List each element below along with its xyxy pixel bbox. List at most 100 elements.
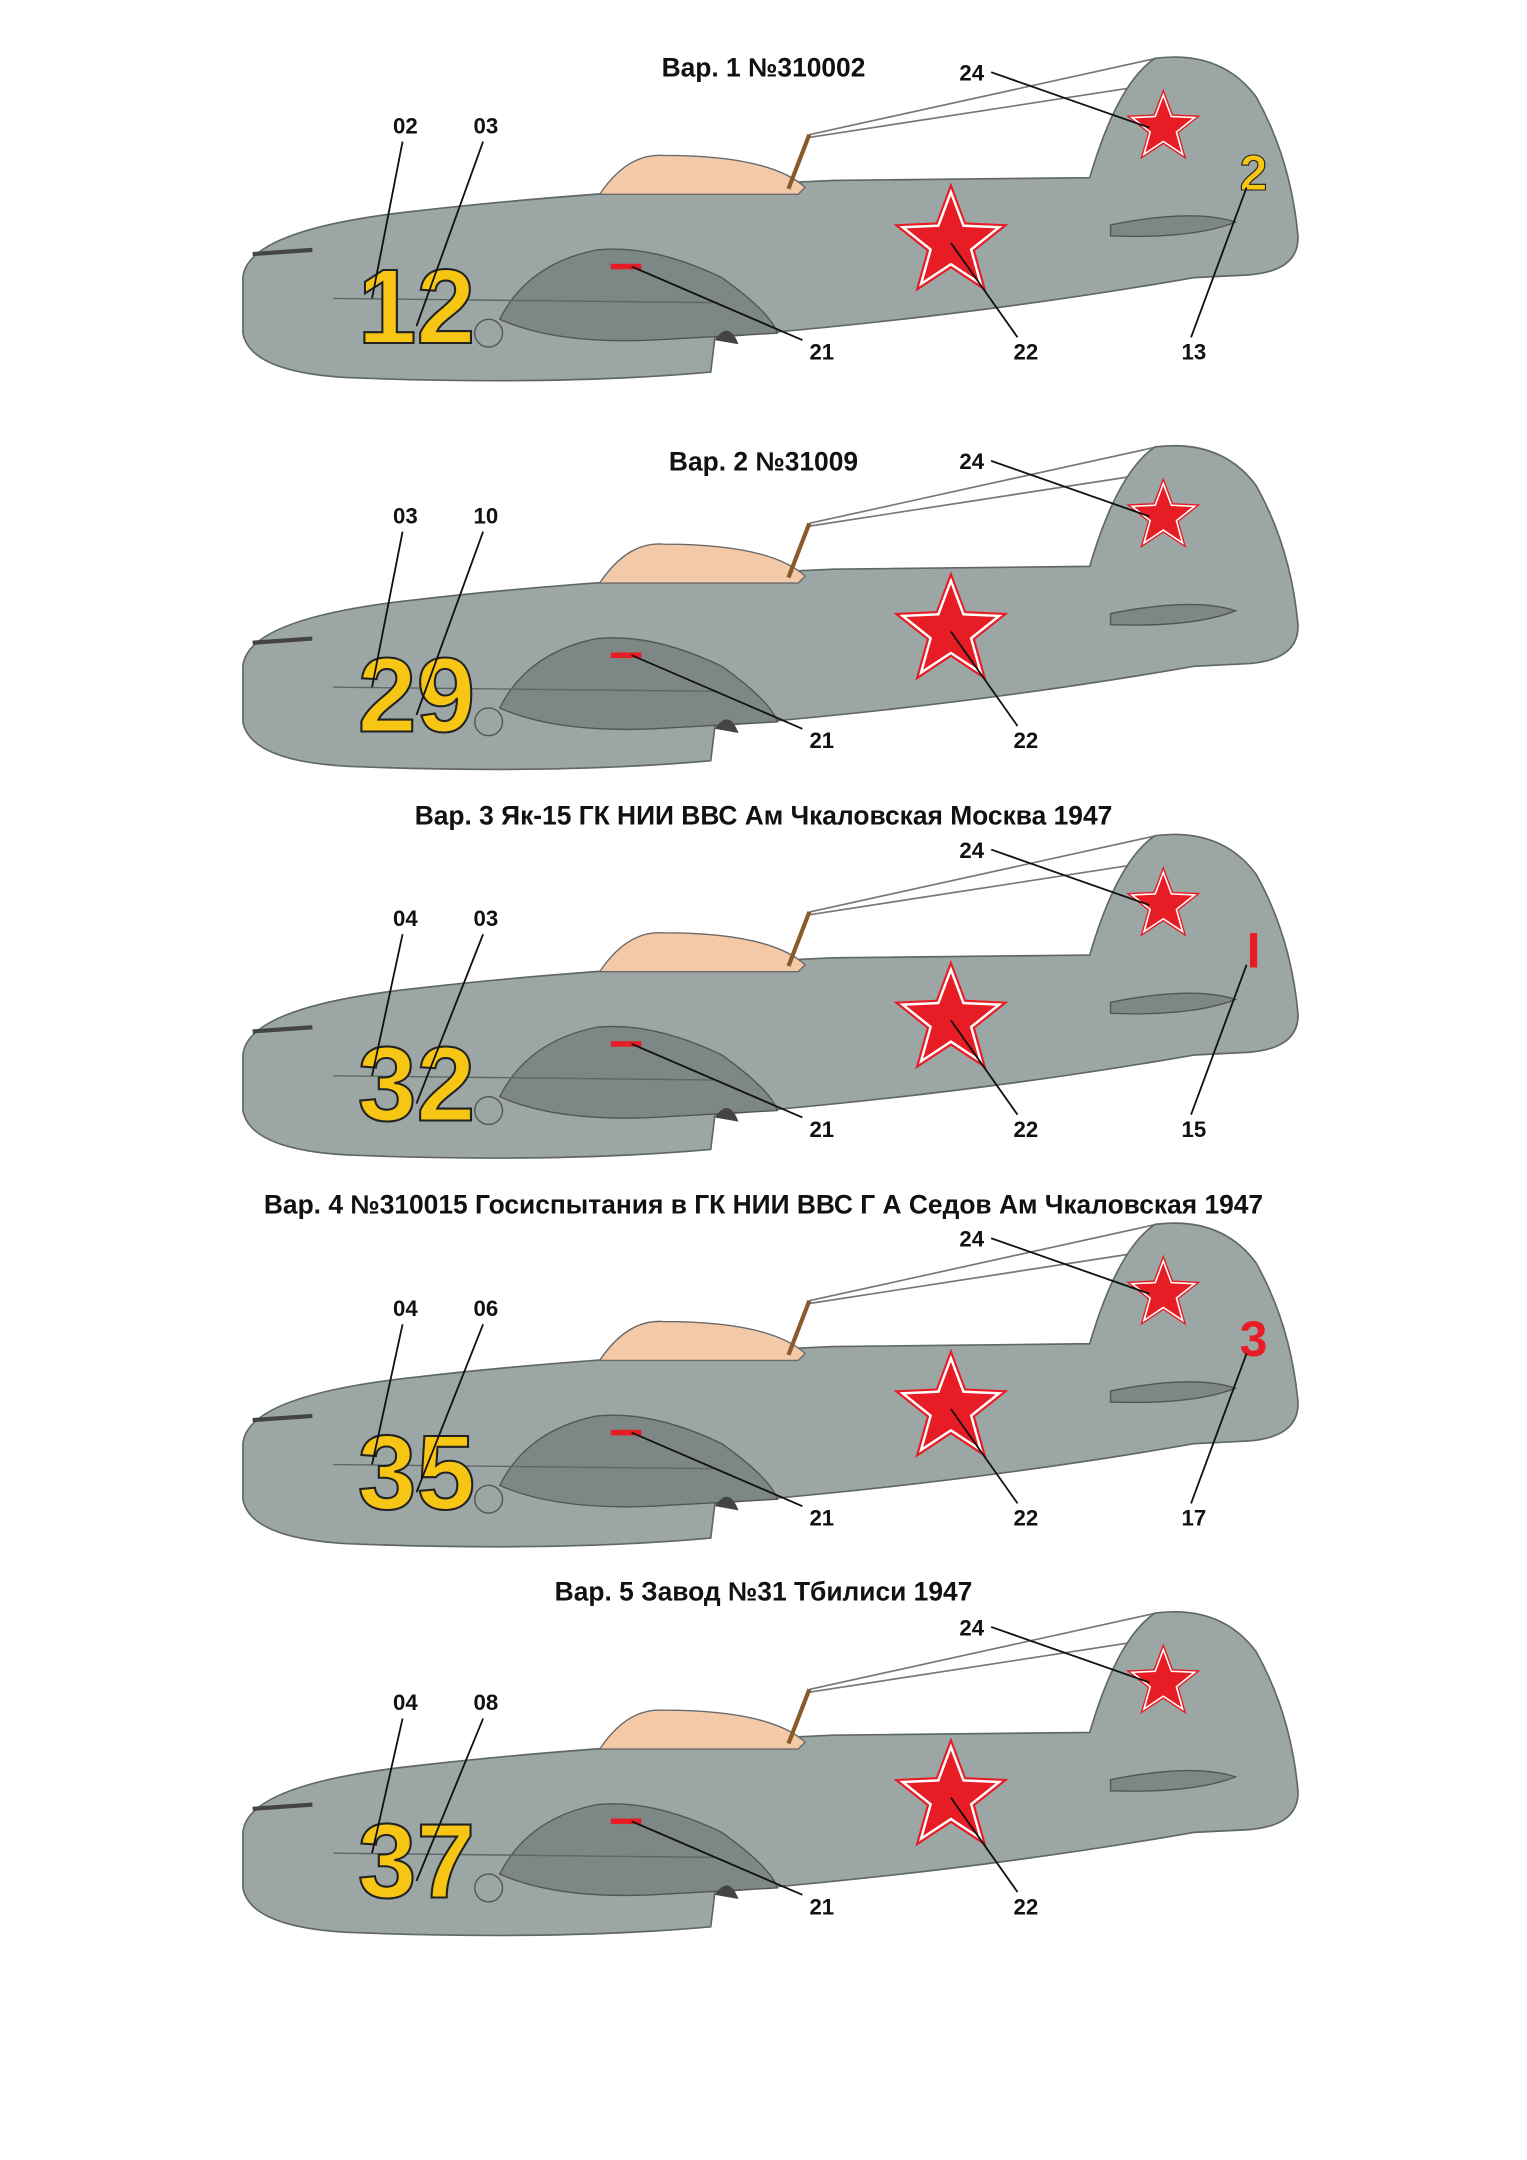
exhaust-nozzle bbox=[714, 330, 739, 345]
callout-nose-1-leader bbox=[371, 1324, 404, 1465]
variant-title: Вар. 2 №31009 bbox=[669, 447, 858, 477]
callout-wing-leader bbox=[631, 265, 803, 341]
access-panel bbox=[474, 1873, 504, 1903]
antenna-wire bbox=[809, 862, 1143, 916]
fin-star bbox=[1126, 1254, 1201, 1326]
callout-star: 22 bbox=[1014, 728, 1039, 753]
nose-number: 12 bbox=[358, 248, 475, 366]
callout-nose-2: 03 bbox=[474, 113, 499, 138]
callout-fin-leader bbox=[990, 848, 1150, 906]
callout-star-leader bbox=[950, 242, 1019, 338]
aircraft-side-view: 353 bbox=[242, 1222, 1299, 1548]
callout-nose-1: 04 bbox=[393, 906, 418, 931]
callout-nose-1-leader bbox=[371, 531, 404, 688]
star-center bbox=[1134, 1651, 1193, 1708]
variant-3: Вар. 3 Як-15 ГК НИИ ВВС Ам Чкаловская Мо… bbox=[242, 801, 1299, 1159]
callout-tail-leader bbox=[1190, 187, 1248, 338]
fin-star bbox=[1126, 477, 1201, 549]
canopy bbox=[598, 1320, 807, 1362]
gun-barrel bbox=[252, 1025, 313, 1034]
access-panel bbox=[474, 1095, 504, 1126]
antenna-mast bbox=[786, 522, 812, 579]
aircraft-side-view: 32 I bbox=[242, 833, 1299, 1159]
horizontal-stabilizer bbox=[1109, 1381, 1238, 1404]
wing-marking bbox=[610, 1041, 642, 1047]
wing-marking bbox=[610, 652, 642, 658]
air-intake-wing-root bbox=[498, 1414, 779, 1508]
star-center bbox=[1134, 1263, 1193, 1319]
fin-star bbox=[1126, 865, 1201, 937]
panel-line bbox=[333, 686, 715, 693]
callout-fin: 24 bbox=[959, 449, 984, 474]
horizontal-stabilizer bbox=[1109, 215, 1238, 238]
nose-number: 29 bbox=[358, 637, 475, 755]
callout-nose-2-leader bbox=[415, 141, 484, 327]
callout-star: 22 bbox=[1014, 1506, 1039, 1531]
variant-4: Вар. 4 №310015 Госиспытания в ГК НИИ ВВС… bbox=[242, 1189, 1299, 1548]
antenna-mast bbox=[786, 133, 812, 190]
gun-barrel bbox=[252, 247, 313, 257]
aircraft-side-view: 37 bbox=[242, 1611, 1299, 1937]
variant-title: Вар. 4 №310015 Госиспытания в ГК НИИ ВВС… bbox=[264, 1189, 1263, 1219]
callout-fin: 24 bbox=[959, 1227, 984, 1252]
callout-nose-2: 08 bbox=[474, 1690, 499, 1715]
access-panel bbox=[474, 1484, 504, 1514]
callout-wing-leader bbox=[631, 1043, 803, 1119]
panel-line bbox=[333, 1075, 715, 1081]
callout-tail: 13 bbox=[1181, 340, 1206, 365]
canopy bbox=[598, 1709, 807, 1750]
nose-number: 37 bbox=[358, 1803, 475, 1921]
antenna-wire bbox=[809, 473, 1143, 527]
callout-wing: 21 bbox=[809, 340, 834, 365]
antenna-wire bbox=[809, 85, 1143, 139]
variant-title: Вар. 3 Як-15 ГК НИИ ВВС Ам Чкаловская Мо… bbox=[415, 801, 1113, 831]
callout-wing-leader bbox=[631, 1431, 803, 1507]
callout-nose-1-leader bbox=[371, 934, 404, 1077]
wing-marking bbox=[610, 263, 642, 270]
horizontal-stabilizer bbox=[1109, 992, 1238, 1015]
fuselage-star bbox=[893, 1348, 1009, 1458]
variant-title: Вар. 5 Завод №31 Тбилиси 1947 bbox=[555, 1577, 973, 1607]
exhaust-nozzle bbox=[714, 1108, 739, 1122]
callout-wing: 21 bbox=[809, 1117, 834, 1142]
callout-wing: 21 bbox=[809, 1894, 834, 1919]
antenna-wire bbox=[809, 1251, 1143, 1305]
callout-nose-1: 03 bbox=[393, 503, 418, 528]
callout-star: 22 bbox=[1014, 1894, 1039, 1919]
nose-number: 32 bbox=[358, 1025, 475, 1143]
antenna-wire bbox=[809, 1639, 1143, 1694]
antenna-wire bbox=[809, 57, 1157, 136]
gun-barrel bbox=[252, 1413, 313, 1423]
fuselage-star bbox=[893, 1737, 1009, 1847]
horizontal-stabilizer bbox=[1109, 1769, 1238, 1792]
antenna-wire bbox=[809, 834, 1157, 913]
canopy bbox=[598, 932, 807, 973]
callout-nose-2: 03 bbox=[474, 906, 499, 931]
callout-fin: 24 bbox=[959, 61, 984, 86]
gun-barrel bbox=[252, 636, 313, 645]
panel-line bbox=[333, 297, 715, 304]
callout-tail: 15 bbox=[1181, 1117, 1206, 1142]
callout-star: 22 bbox=[1014, 1117, 1039, 1142]
callout-fin: 24 bbox=[959, 838, 984, 863]
callout-fin: 24 bbox=[959, 1615, 984, 1640]
fin-star bbox=[1126, 88, 1201, 160]
antenna-mast bbox=[786, 1299, 812, 1356]
callout-wing-leader bbox=[631, 654, 803, 730]
callout-nose-1: 04 bbox=[393, 1690, 418, 1715]
callout-nose-2-leader bbox=[415, 1323, 484, 1493]
fin-star bbox=[1126, 1643, 1201, 1715]
tail-number: I bbox=[1247, 923, 1261, 979]
aircraft-side-view: 122 bbox=[242, 56, 1299, 382]
callout-star-leader bbox=[950, 631, 1019, 727]
fuselage-star bbox=[893, 182, 1009, 292]
air-intake-wing-root bbox=[498, 248, 779, 342]
callout-star-leader bbox=[950, 1408, 1019, 1504]
star-center bbox=[906, 195, 996, 282]
exhaust-nozzle bbox=[714, 1885, 739, 1900]
antenna-mast bbox=[786, 911, 812, 967]
star-center bbox=[1134, 97, 1193, 153]
callout-nose-2-leader bbox=[415, 531, 484, 716]
